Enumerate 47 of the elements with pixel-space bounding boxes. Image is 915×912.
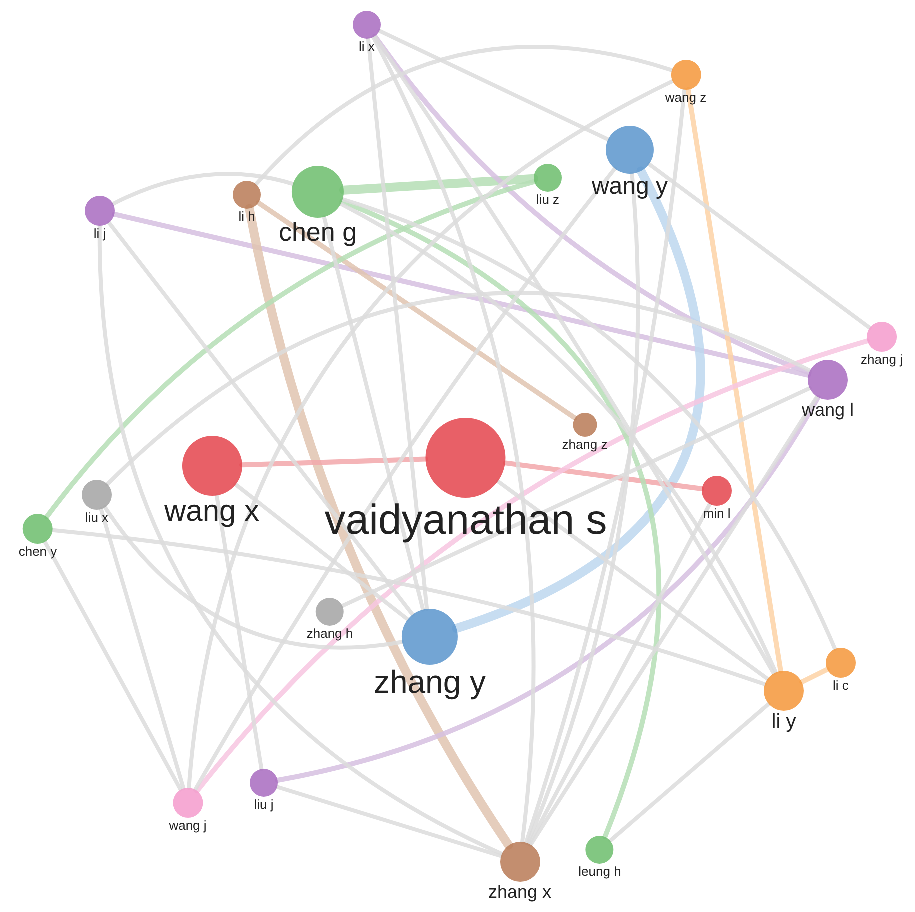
connector-line [99,507,186,791]
connector-line [800,667,830,685]
connector-line [50,528,768,686]
connector-line [240,456,428,468]
connector-line [647,162,872,330]
author-node: wang z [665,60,707,104]
connector-line [372,35,536,844]
connector-line [194,338,870,794]
connector-line [98,224,504,856]
connector-line [106,291,812,486]
connector-line [524,88,687,845]
connector-line [528,394,820,848]
connector-line [256,200,578,421]
author-node: wang y [592,126,668,199]
connector-line [111,172,296,206]
connector-line [378,29,610,142]
author-node: leung h [578,836,622,878]
connector-line [254,45,674,186]
connector-line [234,482,410,622]
connector-line [43,540,183,792]
connector-line [340,386,812,608]
author-node: wang x [164,436,260,527]
connector-line [340,198,838,652]
connector-line [366,36,430,612]
connector-line [107,220,415,617]
connector-line [44,179,537,520]
connector-line [608,702,771,843]
author-node: zhang z [562,413,608,451]
connector-line [339,202,778,675]
connector-line [503,460,705,492]
connector-line [686,87,784,674]
connector-line [322,215,426,612]
author-node: zhang y [374,609,486,698]
author-node: chen g [278,166,358,245]
author-node: zhang h [306,598,354,640]
connector-line [112,212,811,378]
connector-line [496,480,770,682]
connector-line [214,494,264,772]
connector-line [275,395,821,783]
connector-line [340,199,661,840]
connector-line [187,80,674,790]
connector-line [275,785,503,858]
connector-line [103,506,404,650]
author-node: zhang x [488,842,552,901]
connector-line [193,166,618,792]
author-node: zhang j [861,322,903,366]
connector-line [372,34,776,676]
